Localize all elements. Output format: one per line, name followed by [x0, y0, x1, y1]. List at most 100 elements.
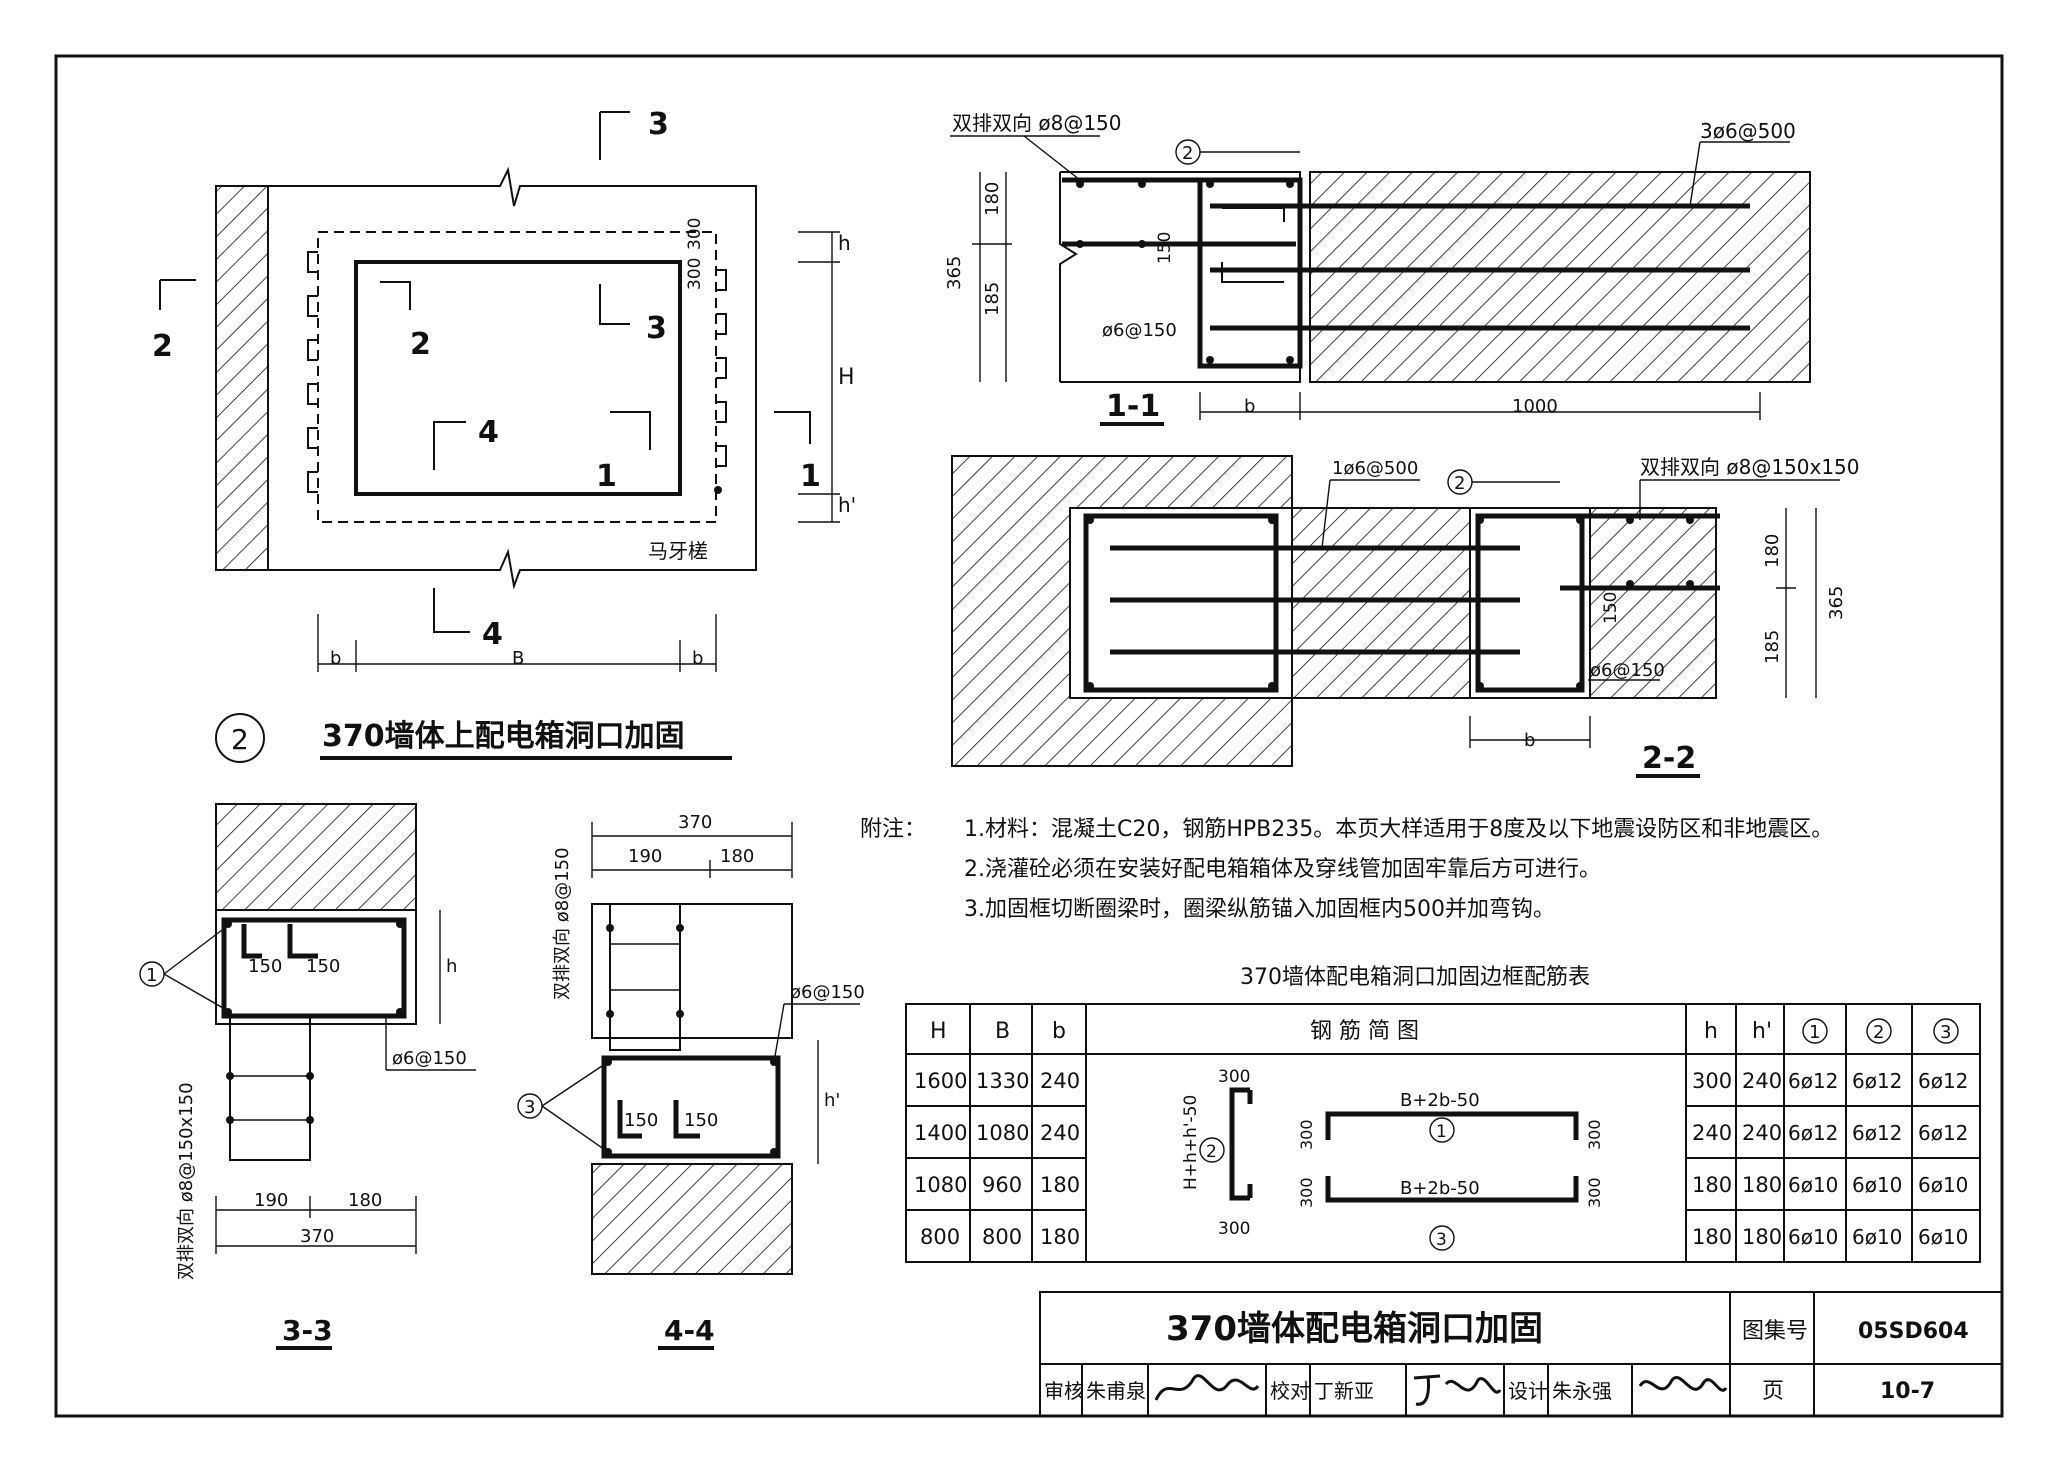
cell-r4-hp: 180: [1742, 1225, 1782, 1249]
tb-atlas-no: 05SD604: [1858, 1319, 1969, 1344]
s11-dim-150: 150: [1155, 232, 1175, 264]
th-bar-1: 1: [1809, 1022, 1820, 1043]
signature-checker: [1413, 1374, 1502, 1406]
th-hp: h': [1752, 1019, 1772, 1044]
sketch-bot-r: 300: [1585, 1177, 1604, 1208]
section-3-3: 150 150 1 h ø6@150 双排双向 ø8@150x150 190 1…: [139, 803, 476, 1350]
s44-dim-180: 180: [720, 846, 754, 867]
s11-dim-b: b: [1244, 396, 1255, 417]
signature-designer: [1638, 1376, 1728, 1392]
tb-page-label: 页: [1762, 1379, 1784, 1404]
signature-reviewer: [1154, 1374, 1260, 1401]
cell-r3-bar3: 6ø10: [1918, 1173, 1968, 1197]
cut-label-1-inner: 1: [596, 459, 617, 494]
cell-r4-H: 800: [920, 1225, 960, 1249]
note-2: 2.浇灌砼必须在安装好配电箱箱体及穿线管加固牢靠后方可进行。: [964, 857, 1601, 882]
matooth-label: 马牙槎: [648, 539, 708, 563]
tb-reviewer: 朱甫泉: [1086, 1379, 1146, 1403]
cut-label-2-inner: 2: [410, 327, 431, 362]
cell-r4-B: 800: [982, 1225, 1022, 1249]
tb-review-label: 审核: [1044, 1379, 1084, 1403]
rebar-sketch: 300 300 H+h+h'-50 2 B+2b-50 300 300 1 B+…: [1181, 1067, 1604, 1251]
dim-h: h: [838, 231, 851, 255]
tb-check-label: 校对: [1270, 1379, 1310, 1403]
s11-top-label: 双排双向 ø8@150: [952, 111, 1122, 135]
tb-design-label: 设计: [1508, 1379, 1548, 1403]
s44-circle-3: 3: [524, 1097, 535, 1118]
s11-dim-185: 185: [982, 282, 1003, 316]
tb-designer: 朱永强: [1552, 1379, 1612, 1403]
sketch-top-l: 300: [1297, 1119, 1316, 1150]
s11-dim-365: 365: [944, 256, 965, 290]
cut-label-3-top: 3: [648, 107, 669, 142]
cell-r3-B: 960: [982, 1173, 1022, 1197]
th-bar-2: 2: [1873, 1022, 1884, 1043]
th-b: b: [1052, 1019, 1066, 1044]
sketch-bot-circle: 3: [1436, 1230, 1447, 1250]
main-title-number: 2: [231, 723, 249, 756]
cut-label-1-right: 1: [800, 459, 821, 494]
matooth-right: [716, 269, 727, 467]
sketch-bot-l: 300: [1297, 1177, 1316, 1208]
sketch-top-r: 300: [1585, 1119, 1604, 1150]
wall-hatch-left: [215, 185, 269, 571]
cut-label-4-bottom: 4: [482, 617, 503, 652]
s22-right-label: 双排双向 ø8@150x150: [1640, 455, 1860, 479]
cell-r4-bar1: 6ø10: [1788, 1225, 1838, 1249]
cell-r3-H: 1080: [914, 1173, 967, 1197]
s33-dim-190: 190: [254, 1190, 288, 1211]
cell-r3-h: 180: [1692, 1173, 1732, 1197]
tb-title: 370墙体配电箱洞口加固: [1166, 1309, 1543, 1349]
cell-r3-hp: 180: [1742, 1173, 1782, 1197]
dim-b-left: b: [330, 648, 341, 669]
cell-r1-hp: 240: [1742, 1069, 1782, 1093]
notes-label: 附注：: [860, 817, 926, 842]
matooth-left: [307, 251, 318, 493]
th-B: B: [995, 1019, 1010, 1044]
cell-r4-bar3: 6ø10: [1918, 1225, 1968, 1249]
rebar-table: 370墙体配电箱洞口加固边框配筋表 H B b 钢 筋 简 图 h h' 1 2…: [905, 965, 1981, 1263]
cell-r1-b: 240: [1040, 1069, 1080, 1093]
s33-side-label: 双排双向 ø8@150x150: [176, 1082, 197, 1280]
cell-r2-b: 240: [1040, 1121, 1080, 1145]
cell-r3-bar1: 6ø10: [1788, 1173, 1838, 1197]
dim-b-right: b: [692, 648, 703, 669]
cell-r4-bar2: 6ø10: [1852, 1225, 1902, 1249]
sketch-left-side: H+h+h'-50: [1181, 1095, 1201, 1190]
opening-outline: [354, 260, 682, 496]
s22-title: 2-2: [1642, 741, 1696, 776]
th-diagram: 钢 筋 简 图: [1310, 1019, 1419, 1044]
s33-dim-h: h: [446, 956, 457, 977]
sketch-left-bottom: 300: [1218, 1219, 1250, 1239]
cell-r4-b: 180: [1040, 1225, 1080, 1249]
s33-dim-150-b: 150: [306, 956, 340, 977]
section-2-2: 1ø6@500 2 双排双向 ø8@150x150 ø6@150 150 180…: [951, 455, 1860, 778]
opening-elevation: 3 2 2 3 4 1 1 4 h H h' 300 300 b B b 马牙: [152, 107, 856, 763]
frame-3-3: [221, 917, 407, 1019]
s11-dim-1000: 1000: [1512, 396, 1558, 417]
sketch-left-top: 300: [1218, 1067, 1250, 1087]
dim-B: B: [512, 648, 524, 669]
cut-label-3-inner: 3: [646, 311, 667, 346]
s33-dim-180: 180: [348, 1190, 382, 1211]
th-h: h: [1704, 1019, 1718, 1044]
cell-r4-h: 180: [1692, 1225, 1732, 1249]
tb-page-no: 10-7: [1880, 1379, 1935, 1404]
note-3: 3.加固框切断圈梁时，圈梁纵筋锚入加固框内500并加弯钩。: [964, 897, 1555, 922]
sketch-top-circle: 1: [1436, 1122, 1447, 1142]
cell-r3-bar2: 6ø10: [1852, 1173, 1902, 1197]
s44-dim-hp: h': [824, 1090, 840, 1111]
s44-title: 4-4: [664, 1314, 715, 1347]
s11-title: 1-1: [1106, 389, 1160, 424]
cell-r2-hp: 240: [1742, 1121, 1782, 1145]
notes: 附注： 1.材料：混凝土C20，钢筋HPB235。本页大样适用于8度及以下地震设…: [860, 817, 1833, 922]
section-1-1: 双排双向 ø8@150 3ø6@500 2 ø6@150 365 180 185…: [944, 111, 1811, 426]
cell-r1-bar1: 6ø12: [1788, 1069, 1838, 1093]
s44-dim-190: 190: [628, 846, 662, 867]
s22-circle-2: 2: [1454, 473, 1465, 494]
s22-top-label: 1ø6@500: [1332, 458, 1418, 479]
s22-dim-365: 365: [1826, 586, 1847, 620]
cell-r2-h: 240: [1692, 1121, 1732, 1145]
s11-stirrup-label: ø6@150: [1102, 320, 1177, 341]
